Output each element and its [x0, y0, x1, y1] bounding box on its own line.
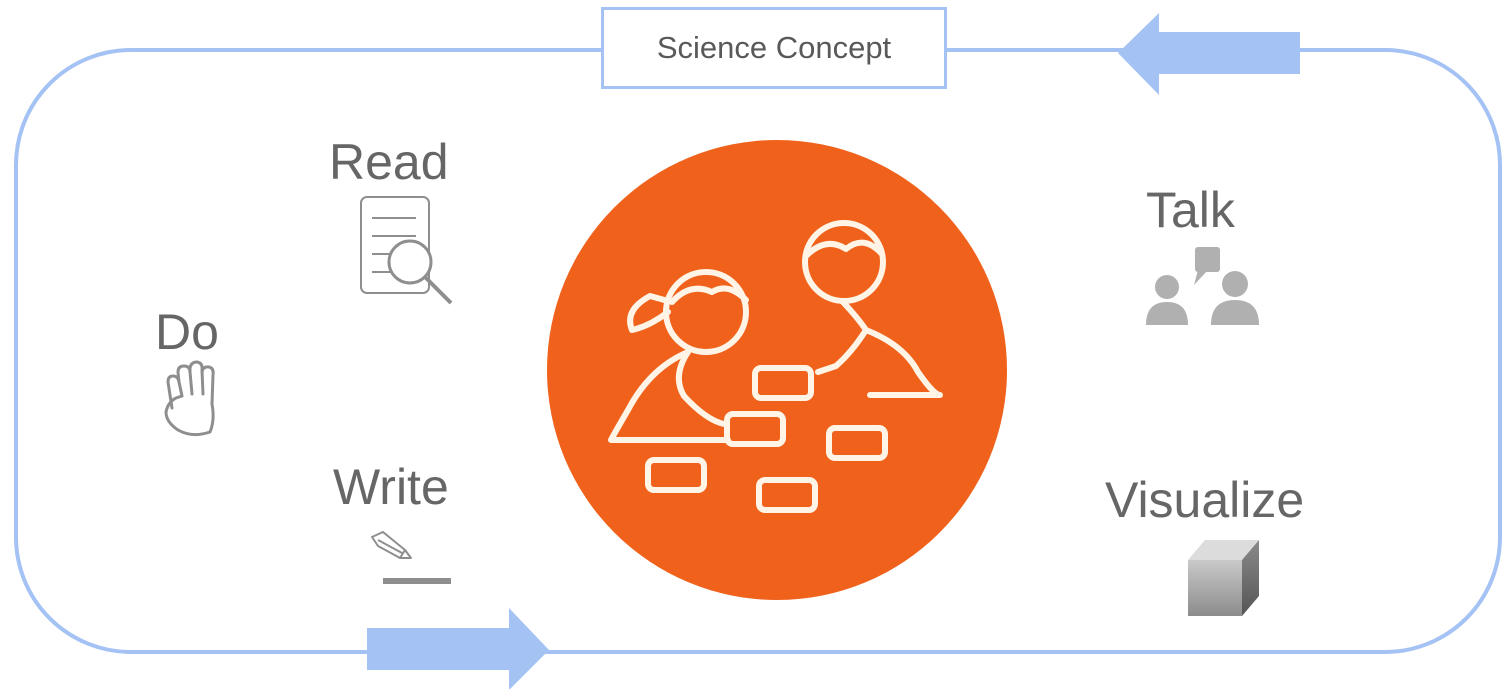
activity-label-talk: Talk	[1146, 182, 1235, 238]
activity-label-do: Do	[155, 304, 219, 360]
children-collaborating-icon	[608, 220, 943, 513]
top-arrow-left	[1118, 13, 1300, 95]
activity-label-visualize: Visualize	[1105, 472, 1305, 528]
hand-icon	[164, 360, 215, 437]
activity-label-read: Read	[329, 134, 449, 190]
pencil-icon	[371, 531, 412, 559]
cube-icon	[1188, 540, 1259, 616]
activity-label-write: Write	[333, 459, 449, 515]
two-people-talking-icon	[1146, 247, 1259, 325]
concept-title: Science Concept	[656, 30, 892, 65]
bottom-arrow-right	[367, 608, 549, 689]
document-magnifier-icon	[360, 196, 453, 305]
concept-box: Science Concept	[601, 7, 947, 89]
write-underline	[383, 578, 451, 584]
